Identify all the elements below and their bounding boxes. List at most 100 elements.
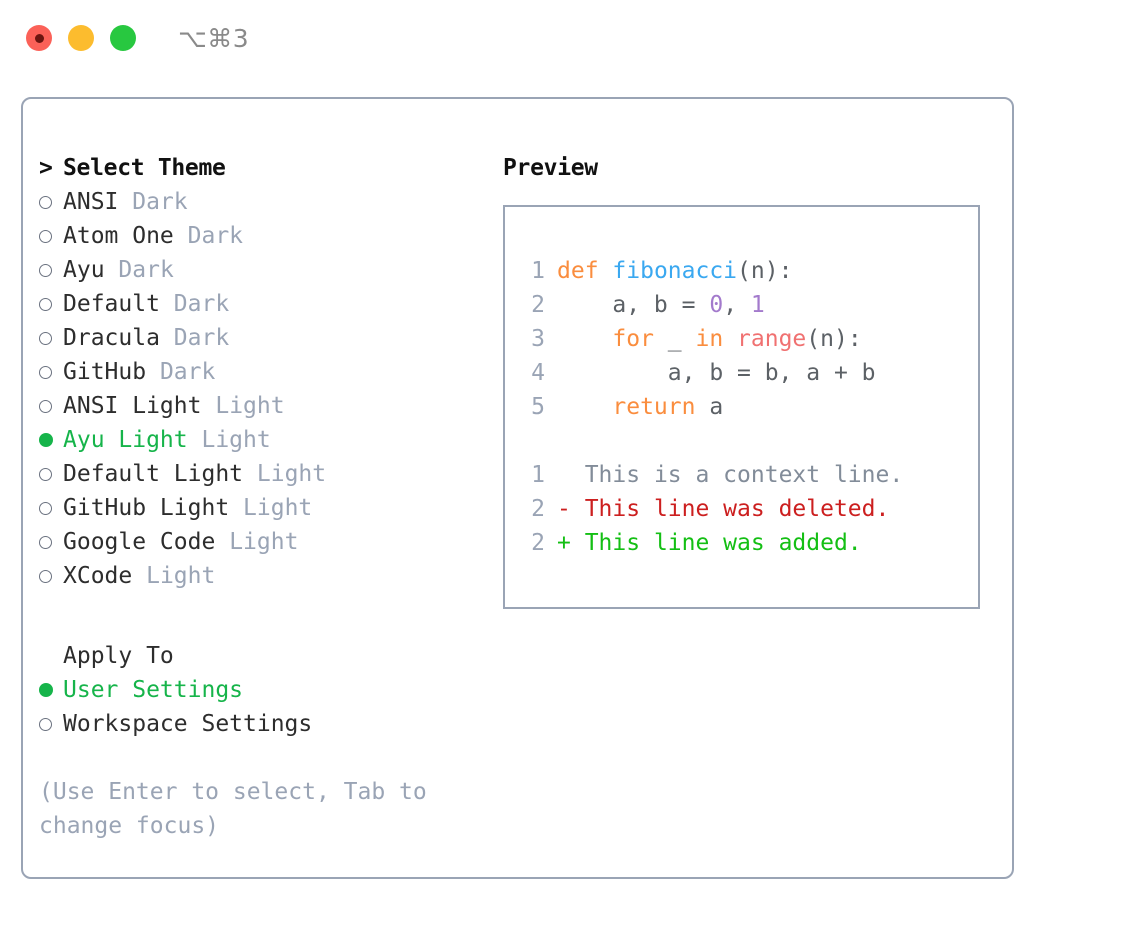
radio-unselected-icon[interactable] xyxy=(39,365,63,379)
apply-to-label: User Settings xyxy=(63,677,244,703)
line-number: 2 xyxy=(531,530,545,556)
theme-name: Ayu Light xyxy=(63,427,188,453)
theme-name: ANSI Light xyxy=(63,393,202,419)
theme-list-item[interactable]: Atom One Dark xyxy=(39,219,499,253)
code-token: 0 xyxy=(709,292,724,318)
theme-list-item[interactable]: Google Code Light xyxy=(39,525,499,559)
line-number: 4 xyxy=(531,360,545,386)
theme-kind-label: Light xyxy=(215,393,285,419)
theme-list-item[interactable]: Default Light Light xyxy=(39,457,499,491)
radio-unselected-icon[interactable] xyxy=(39,717,63,731)
theme-kind-label: Dark xyxy=(173,325,230,351)
code-token xyxy=(557,394,612,420)
line-number: 3 xyxy=(531,326,545,352)
code-token: a, b = b, a + b xyxy=(557,360,876,386)
theme-list-item[interactable]: ANSI Dark xyxy=(39,185,499,219)
radio-unselected-icon[interactable] xyxy=(39,331,63,345)
theme-kind-label: Dark xyxy=(173,291,230,317)
theme-kind-label: Light xyxy=(201,427,271,453)
theme-kind-label: Dark xyxy=(187,223,244,249)
theme-kind-label: Dark xyxy=(159,359,216,385)
line-number: 5 xyxy=(531,394,545,420)
theme-name: Dracula xyxy=(63,325,160,351)
diff-line: 2- This line was deleted. xyxy=(517,492,970,526)
theme-kind-label: Light xyxy=(256,461,327,487)
code-token: fibonacci xyxy=(612,258,738,284)
apply-to-item[interactable]: Workspace Settings xyxy=(39,707,499,741)
theme-picker-title: Select Theme xyxy=(63,155,226,181)
theme-list-item[interactable]: ANSI Light Light xyxy=(39,389,499,423)
diff-marker: - xyxy=(557,496,571,522)
theme-list-item[interactable]: Default Dark xyxy=(39,287,499,321)
radio-unselected-icon[interactable] xyxy=(39,569,63,583)
spacer xyxy=(39,593,499,639)
radio-unselected-icon[interactable] xyxy=(39,297,63,311)
maximize-button[interactable] xyxy=(110,25,136,51)
code-line: 2 a, b = 0, 1 xyxy=(517,288,970,322)
theme-name: GitHub xyxy=(63,359,147,385)
theme-list-item[interactable]: Ayu Light Light xyxy=(39,423,499,457)
record-dot-icon xyxy=(34,33,44,43)
code-line: 3 for _ in range(n): xyxy=(517,322,970,356)
radio-selected-icon[interactable] xyxy=(39,433,63,447)
title-bar: ⌥⌘3 xyxy=(0,0,1140,76)
theme-kind-label: Light xyxy=(229,529,299,555)
theme-name: Google Code xyxy=(63,529,216,555)
code-token xyxy=(723,326,737,352)
radio-selected-icon[interactable] xyxy=(39,683,63,697)
theme-list-item[interactable]: XCode Light xyxy=(39,559,499,593)
code-token: a, b = xyxy=(557,292,710,318)
radio-unselected-icon[interactable] xyxy=(39,229,63,243)
preview-title: Preview xyxy=(503,155,598,181)
diff-text: This is a context line. xyxy=(570,462,904,488)
radio-unselected-icon[interactable] xyxy=(39,195,63,209)
line-number: 2 xyxy=(531,496,545,522)
code-token xyxy=(557,326,612,352)
theme-name: ANSI xyxy=(63,189,119,215)
close-button[interactable] xyxy=(26,25,52,51)
theme-name: Default Light xyxy=(63,461,244,487)
diff-text: This line was deleted. xyxy=(570,496,890,522)
apply-to-item[interactable]: User Settings xyxy=(39,673,499,707)
radio-unselected-icon[interactable] xyxy=(39,467,63,481)
theme-name: Default xyxy=(63,291,160,317)
diff-sample: 1 This is a context line.2- This line wa… xyxy=(517,458,970,560)
minimize-button[interactable] xyxy=(68,25,94,51)
code-token xyxy=(599,258,613,284)
radio-unselected-icon[interactable] xyxy=(39,399,63,413)
line-number: 1 xyxy=(531,462,545,488)
theme-name: GitHub Light xyxy=(63,495,230,521)
code-token: def xyxy=(557,258,599,284)
code-token: range xyxy=(737,326,807,352)
diff-line: 1 This is a context line. xyxy=(517,458,970,492)
diff-text: This line was added. xyxy=(570,530,862,556)
theme-list-item[interactable]: Ayu Dark xyxy=(39,253,499,287)
code-token: for xyxy=(612,326,654,352)
theme-list-item[interactable]: GitHub Light Light xyxy=(39,491,499,525)
radio-unselected-icon[interactable] xyxy=(39,501,63,515)
keyboard-hint: (Use Enter to select, Tab to change focu… xyxy=(39,779,441,839)
code-line: 5 return a xyxy=(517,390,970,424)
theme-kind-label: Dark xyxy=(118,257,174,283)
code-token: in xyxy=(695,326,724,352)
theme-list-item[interactable]: Dracula Dark xyxy=(39,321,499,355)
radio-unselected-icon[interactable] xyxy=(39,263,63,277)
theme-kind-label: Dark xyxy=(132,189,188,215)
apply-to-label: Workspace Settings xyxy=(63,711,313,737)
theme-name: XCode xyxy=(63,563,133,589)
theme-name: Atom One xyxy=(63,223,174,249)
theme-kind-label: Light xyxy=(146,563,216,589)
radio-unselected-icon[interactable] xyxy=(39,535,63,549)
code-token: _ xyxy=(653,326,696,352)
diff-line: 2+ This line was added. xyxy=(517,526,970,560)
theme-picker-header: > Select Theme xyxy=(39,151,499,185)
theme-list-item[interactable]: GitHub Dark xyxy=(39,355,499,389)
